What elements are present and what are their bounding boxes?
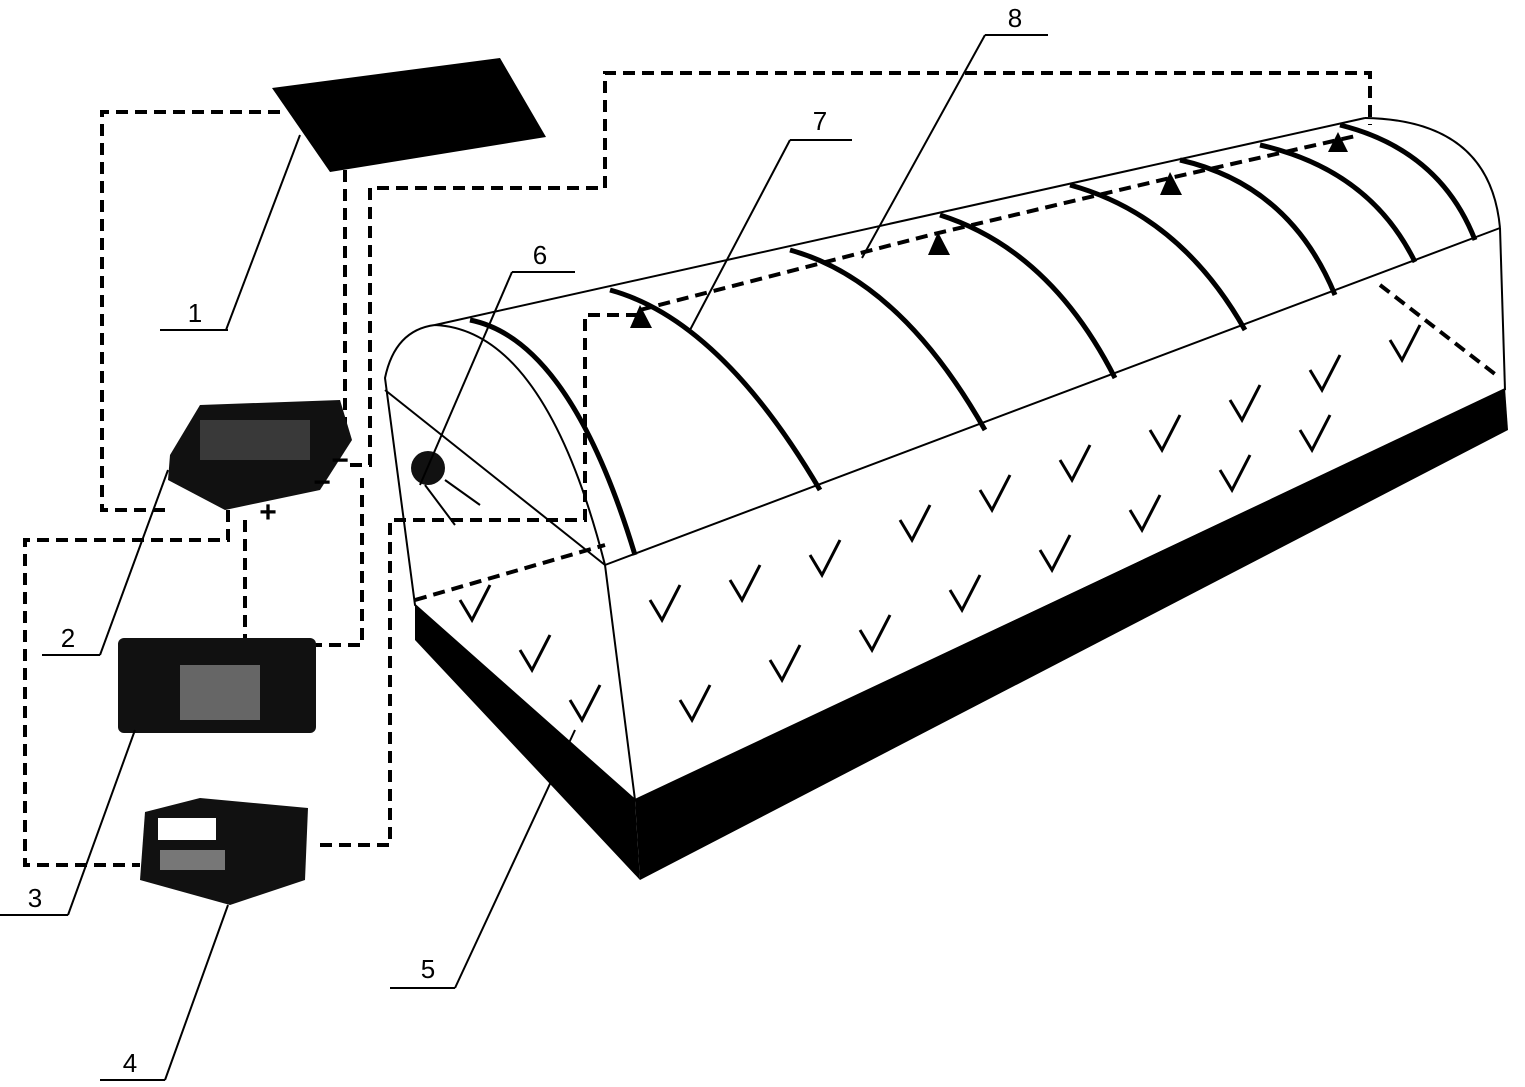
label-2: 2 <box>42 469 169 656</box>
battery <box>118 638 316 733</box>
greenhouse <box>383 117 1508 880</box>
label-1: 1 <box>160 134 301 331</box>
negative-sign: − <box>313 466 331 499</box>
label-5: 5 <box>390 729 576 989</box>
label-3: 3 <box>0 729 136 916</box>
negative-sign-2: − <box>331 444 349 477</box>
label-8-text: 8 <box>1008 3 1022 33</box>
label-7: 7 <box>689 106 852 331</box>
label-4-text: 4 <box>123 1048 137 1078</box>
label-8: 8 <box>861 3 1048 259</box>
label-4: 4 <box>100 904 229 1081</box>
label-6-text: 6 <box>533 240 547 270</box>
solar-panel <box>272 58 546 172</box>
label-7-text: 7 <box>813 106 827 136</box>
label-2-text: 2 <box>61 623 75 653</box>
label-1-text: 1 <box>188 298 202 328</box>
label-5-text: 5 <box>421 954 435 984</box>
wiring-dashed-lines <box>23 71 1502 867</box>
plants <box>458 324 1422 724</box>
label-3-text: 3 <box>28 883 42 913</box>
controller-unit <box>168 400 352 510</box>
positive-sign: + <box>259 496 277 529</box>
control-device <box>140 798 308 905</box>
label-6: 6 <box>419 240 575 486</box>
